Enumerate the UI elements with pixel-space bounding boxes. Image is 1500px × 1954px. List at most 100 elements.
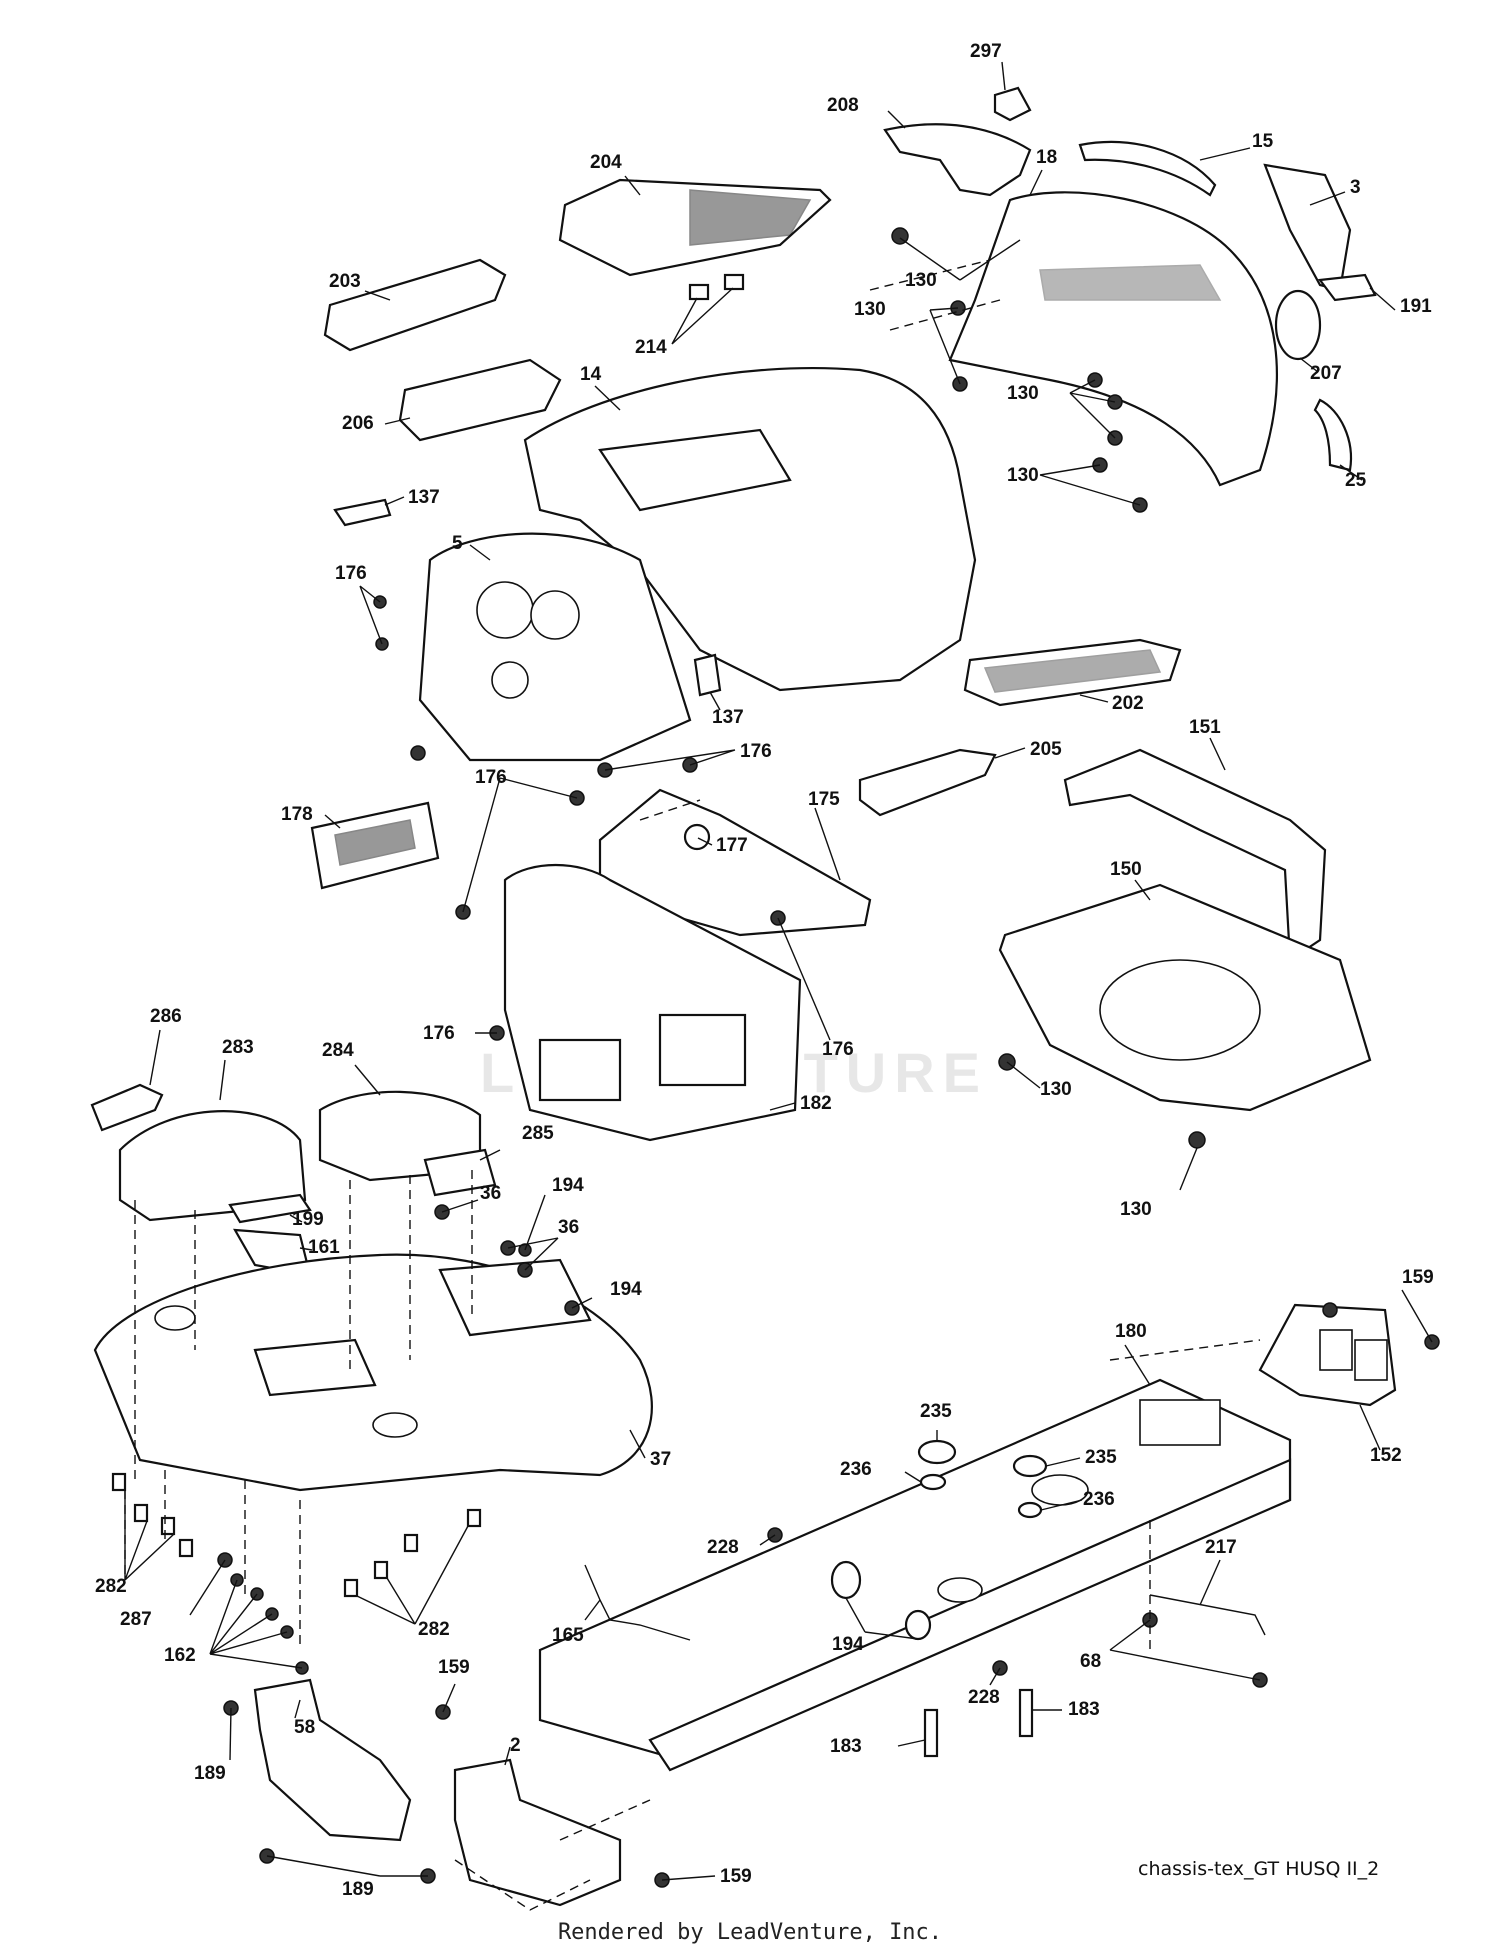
callout-177: 177 <box>716 835 748 856</box>
leader-175 <box>814 807 841 881</box>
callout-217: 217 <box>1205 1537 1237 1558</box>
part-37-opening <box>253 1338 377 1397</box>
part-37-seat <box>372 1412 418 1438</box>
leader-137a <box>384 496 405 506</box>
part-152-slot-a <box>1319 1329 1353 1371</box>
leader-25 <box>1339 464 1363 481</box>
leader-68 <box>1109 1619 1261 1681</box>
callout-205: 205 <box>1030 739 1062 760</box>
leader-176c <box>462 777 578 913</box>
callout-3: 3 <box>1350 177 1361 198</box>
part-235a <box>917 1439 957 1465</box>
callout-36b: 36 <box>558 1217 580 1238</box>
part-236a <box>919 1473 947 1491</box>
callout-159b: 159 <box>438 1657 470 1678</box>
callout-130e: 130 <box>1040 1079 1072 1100</box>
part-5-gauge-c <box>491 661 529 699</box>
leader-3 <box>1309 191 1346 206</box>
callout-287: 287 <box>120 1609 152 1630</box>
leader-159c <box>661 1875 716 1881</box>
callout-159c: 159 <box>720 1866 752 1887</box>
callout-18: 18 <box>1036 147 1058 168</box>
leader-14 <box>594 385 621 411</box>
part-205 <box>858 748 997 817</box>
part-286 <box>90 1083 164 1132</box>
part-202-mesh <box>983 649 1162 693</box>
part-25 <box>1313 398 1353 472</box>
callout-189a: 189 <box>194 1763 226 1784</box>
callout-283: 283 <box>222 1037 254 1058</box>
callout-284: 284 <box>322 1040 354 1061</box>
callout-130d: 130 <box>1007 465 1039 486</box>
part-18 <box>948 191 1278 487</box>
clip-282-2 <box>133 1503 149 1523</box>
leader-189b <box>266 1855 428 1877</box>
leader-284 <box>354 1064 381 1096</box>
part-3 <box>1263 163 1352 292</box>
callout-235b: 235 <box>1085 1447 1117 1468</box>
part-5-gauge-b <box>530 590 580 640</box>
callout-14: 14 <box>580 364 602 385</box>
leader-18 <box>1029 169 1043 196</box>
part-2 <box>453 1758 622 1907</box>
callout-206: 206 <box>342 413 374 434</box>
part-18-grille <box>1039 264 1222 301</box>
part-202 <box>963 638 1182 707</box>
part-235b <box>1012 1454 1048 1478</box>
leader-214 <box>671 287 734 345</box>
callout-189b: 189 <box>342 1879 374 1900</box>
leader-189a <box>229 1707 232 1761</box>
callout-282a: 282 <box>95 1576 127 1597</box>
leader-130b <box>929 307 961 385</box>
callout-182: 182 <box>800 1093 832 1114</box>
leader-180 <box>1124 1344 1151 1386</box>
leader-36b <box>507 1237 559 1271</box>
part-182-panel-b <box>658 1013 747 1087</box>
leader-207 <box>1299 357 1319 373</box>
callout-15: 15 <box>1252 131 1274 152</box>
part-14-window <box>598 428 792 512</box>
leader-159b <box>442 1683 456 1713</box>
callout-194b: 194 <box>610 1279 642 1300</box>
part-177 <box>683 823 711 851</box>
callout-25: 25 <box>1345 470 1367 491</box>
leader-194c <box>845 1597 919 1640</box>
leader-236a <box>904 1471 922 1483</box>
leader-137b <box>709 691 721 711</box>
leader-152 <box>1359 1404 1381 1451</box>
leader-161 <box>299 1247 313 1251</box>
leader-176e <box>777 917 831 1041</box>
leader-285 <box>479 1149 501 1161</box>
callout-175: 175 <box>808 789 840 810</box>
leader-286 <box>149 1029 161 1086</box>
diagram-code: chassis-tex_GT HUSQ II_2 <box>1138 1858 1380 1880</box>
callout-236a: 236 <box>840 1459 872 1480</box>
leader-5 <box>469 544 491 561</box>
fastener-176-3 <box>410 745 426 761</box>
part-236b <box>1017 1501 1043 1519</box>
callout-285: 285 <box>522 1123 554 1144</box>
leader-282b <box>356 1525 469 1625</box>
leader-182 <box>769 1102 796 1111</box>
leader-162 <box>209 1579 303 1669</box>
leader-203 <box>364 290 391 301</box>
callout-176a: 176 <box>335 563 367 584</box>
callout-165: 165 <box>552 1625 584 1646</box>
part-15 <box>1078 140 1217 197</box>
leader-183b <box>897 1739 926 1747</box>
part-204-vents <box>689 189 812 246</box>
leader-176a <box>359 585 383 645</box>
fastener-130-10 <box>1188 1131 1206 1149</box>
leader-130c <box>1069 379 1116 439</box>
callout-130b: 130 <box>854 299 886 320</box>
leader-297 <box>1001 61 1006 91</box>
part-208 <box>883 123 1032 197</box>
callout-178: 178 <box>281 804 313 825</box>
part-297 <box>993 86 1032 122</box>
callout-5: 5 <box>452 533 463 554</box>
leader-191 <box>1369 287 1396 311</box>
callout-159a: 159 <box>1402 1267 1434 1288</box>
align-clips <box>124 1470 301 1650</box>
part-137a <box>333 498 392 527</box>
